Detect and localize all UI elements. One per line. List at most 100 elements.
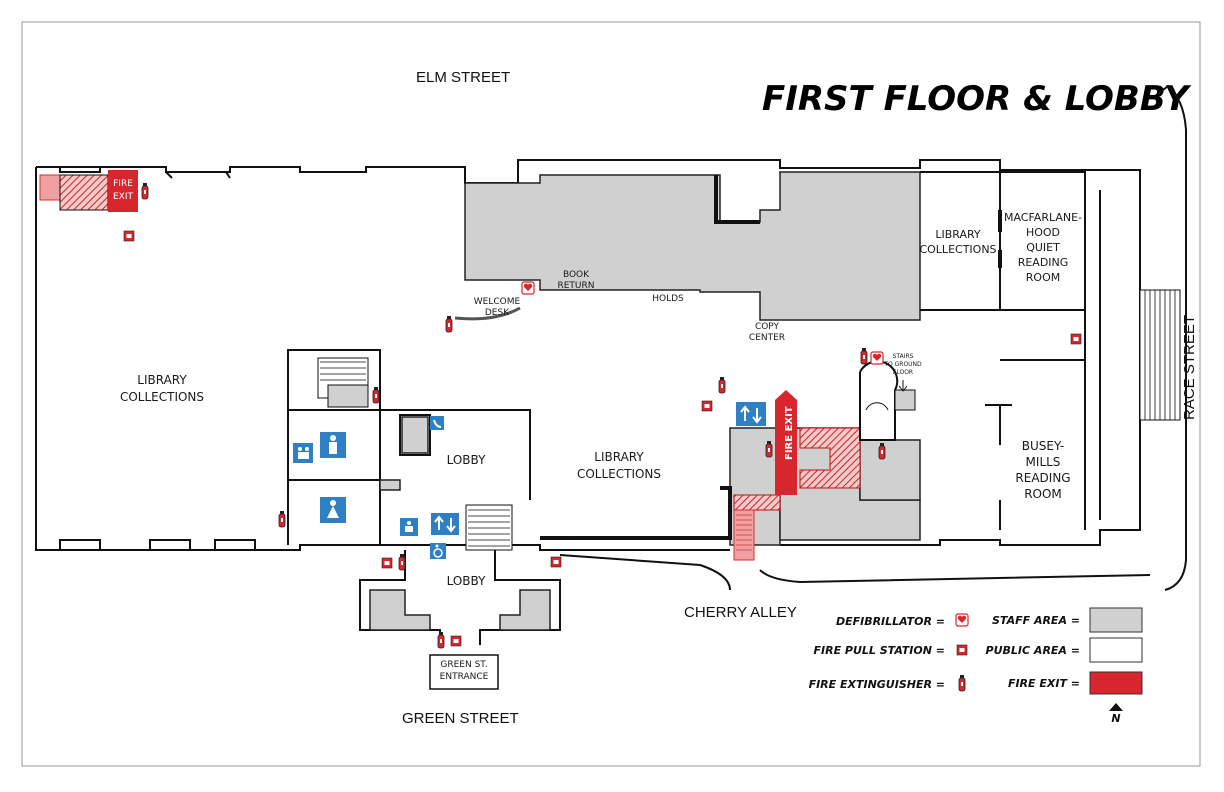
defibrillator-icon xyxy=(870,351,884,365)
busey-label-3: READING xyxy=(1015,471,1070,485)
busey-room-walls xyxy=(985,359,1085,530)
east-colonnade xyxy=(1084,172,1101,530)
family-restroom-icon xyxy=(400,518,418,536)
defibrillator-icon xyxy=(521,281,535,295)
north-collections-label-1: LIBRARY xyxy=(935,228,981,241)
lobby-upper-label: LOBBY xyxy=(447,453,487,467)
fire-pull-station-icon xyxy=(381,557,393,569)
west-collections-label-1: LIBRARY xyxy=(137,373,187,387)
telephone-icon xyxy=(430,416,444,430)
center-collections-label-2: COLLECTIONS xyxy=(577,467,661,481)
welcome-desk-label-2: DESK xyxy=(485,308,510,318)
small-labels: BOOK RETURN HOLDS WELCOME DESK COPY CENT… xyxy=(440,270,785,682)
elevator-icon xyxy=(431,513,459,535)
fire-pull-station-icon xyxy=(123,230,135,242)
staff-closet xyxy=(401,416,429,454)
fire-exit-nw-line1: FIRE xyxy=(113,179,133,189)
fire-extinguisher-icon xyxy=(718,376,726,394)
restroom-men-icon xyxy=(320,432,346,458)
staff-area-south-east xyxy=(499,589,551,631)
busey-label-1: BUSEY- xyxy=(1022,439,1064,453)
fire-pull-station-icon xyxy=(1070,333,1082,345)
stairs-ground-label-2: TO GROUND xyxy=(883,361,922,368)
staff-closet-small xyxy=(379,479,401,491)
legend-public-swatch xyxy=(1089,637,1143,663)
fire-exit-nw-line2: EXIT xyxy=(113,192,134,202)
fire-extinguisher-icon xyxy=(141,182,149,200)
macfarlane-label-2: HOOD xyxy=(1026,226,1060,239)
map-title: FIRST FLOOR & LOBBY xyxy=(762,79,1192,119)
lobby-lower-label: LOBBY xyxy=(447,574,487,588)
fire-exit-center: FIRE EXIT xyxy=(775,390,797,495)
macfarlane-label-3: QUIET xyxy=(1026,241,1060,254)
welcome-desk-label-1: WELCOME xyxy=(474,297,521,307)
copy-center-label-1: COPY xyxy=(755,322,780,332)
fire-pull-station-icon xyxy=(550,556,562,568)
race-street-steps xyxy=(1139,289,1181,421)
fire-extinguisher-icon xyxy=(437,631,445,649)
fire-exit-stair-hatched xyxy=(799,427,861,489)
copy-center-label-2: CENTER xyxy=(749,333,785,343)
south-staff-wall xyxy=(540,486,732,540)
green-street-label: GREEN STREET xyxy=(402,710,519,727)
legend-staff-label: STAFF AREA = xyxy=(992,614,1080,627)
elevator-shaft-west xyxy=(287,349,381,411)
green-entrance-label-1: GREEN ST. xyxy=(440,660,487,670)
library-collections-north-room xyxy=(920,171,1001,311)
building-outline-south xyxy=(35,167,730,551)
legend: DEFIBRILLATOR = FIRE PULL STATION = FIRE… xyxy=(809,607,1143,725)
legend-public-label: PUBLIC AREA = xyxy=(986,644,1080,657)
building-outline-north xyxy=(36,159,1141,546)
center-collections-label-1: LIBRARY xyxy=(594,450,644,464)
fire-pull-station-icon xyxy=(450,635,462,647)
lobby-restroom-walls xyxy=(287,409,531,545)
macfarlane-label-4: READING xyxy=(1018,256,1069,269)
holds-label: HOLDS xyxy=(652,294,684,304)
fire-pull-station-icon xyxy=(701,400,713,412)
staff-area-south-west xyxy=(369,589,431,631)
wheelchair-icon xyxy=(430,543,446,559)
stairs-ground-label-3: FLOOR xyxy=(893,369,913,376)
fire-exit-northwest: FIRE EXIT xyxy=(39,170,138,212)
north-arrow-icon xyxy=(1109,703,1123,711)
legend-fire-exit-label: FIRE EXIT = xyxy=(1008,677,1080,690)
race-street-label: RACE STREET xyxy=(1181,315,1198,420)
green-entrance-label-2: ENTRANCE xyxy=(440,672,489,682)
defibrillator-icon xyxy=(955,613,969,627)
busey-label-2: MILLS xyxy=(1026,455,1061,469)
race-street-curb xyxy=(1157,84,1187,591)
fire-exit-center-label: FIRE EXIT xyxy=(784,406,795,460)
elm-street-label: ELM STREET xyxy=(416,69,510,86)
legend-defibrillator-label: DEFIBRILLATOR = xyxy=(836,615,945,628)
legend-staff-swatch xyxy=(1089,607,1143,633)
stairs-ground-labels: STAIRS TO GROUND FLOOR xyxy=(883,353,922,376)
fire-extinguisher-icon xyxy=(958,674,966,692)
west-collections-label-2: COLLECTIONS xyxy=(120,390,204,404)
fire-extinguisher-icon xyxy=(445,315,453,333)
fire-extinguisher-icon xyxy=(278,510,286,528)
lobby-stairs xyxy=(465,504,513,551)
busey-label-4: ROOM xyxy=(1024,487,1062,501)
macfarlane-label-5: ROOM xyxy=(1026,271,1060,284)
staff-area-core-east xyxy=(859,439,921,501)
north-label: N xyxy=(1111,712,1120,725)
book-return-label-2: RETURN xyxy=(557,281,594,291)
legend-extinguisher-label: FIRE EXTINGUISHER = xyxy=(809,678,945,691)
staff-area-north xyxy=(464,171,921,321)
fire-extinguisher-icon xyxy=(860,347,868,365)
green-st-entrance-box xyxy=(429,654,499,690)
north-pilasters xyxy=(59,167,231,179)
south-pilasters xyxy=(59,539,256,550)
sheet-border xyxy=(21,21,1201,767)
stairs-arrow-icon xyxy=(898,380,908,392)
room-labels: LIBRARY COLLECTIONS LIBRARY COLLECTIONS … xyxy=(120,211,1082,588)
book-return-label-1: BOOK xyxy=(563,270,590,280)
cherry-alley-label: CHERRY ALLEY xyxy=(684,604,797,621)
fire-exit-landing-hatched xyxy=(733,494,781,511)
macfarlane-label-1: MACFARLANE- xyxy=(1004,211,1082,224)
stairs-ground-label-1: STAIRS xyxy=(893,353,914,360)
stairs-to-ground-floor xyxy=(859,360,916,441)
cherry-alley-curbs xyxy=(559,554,1151,591)
elevator-icon xyxy=(736,402,766,426)
